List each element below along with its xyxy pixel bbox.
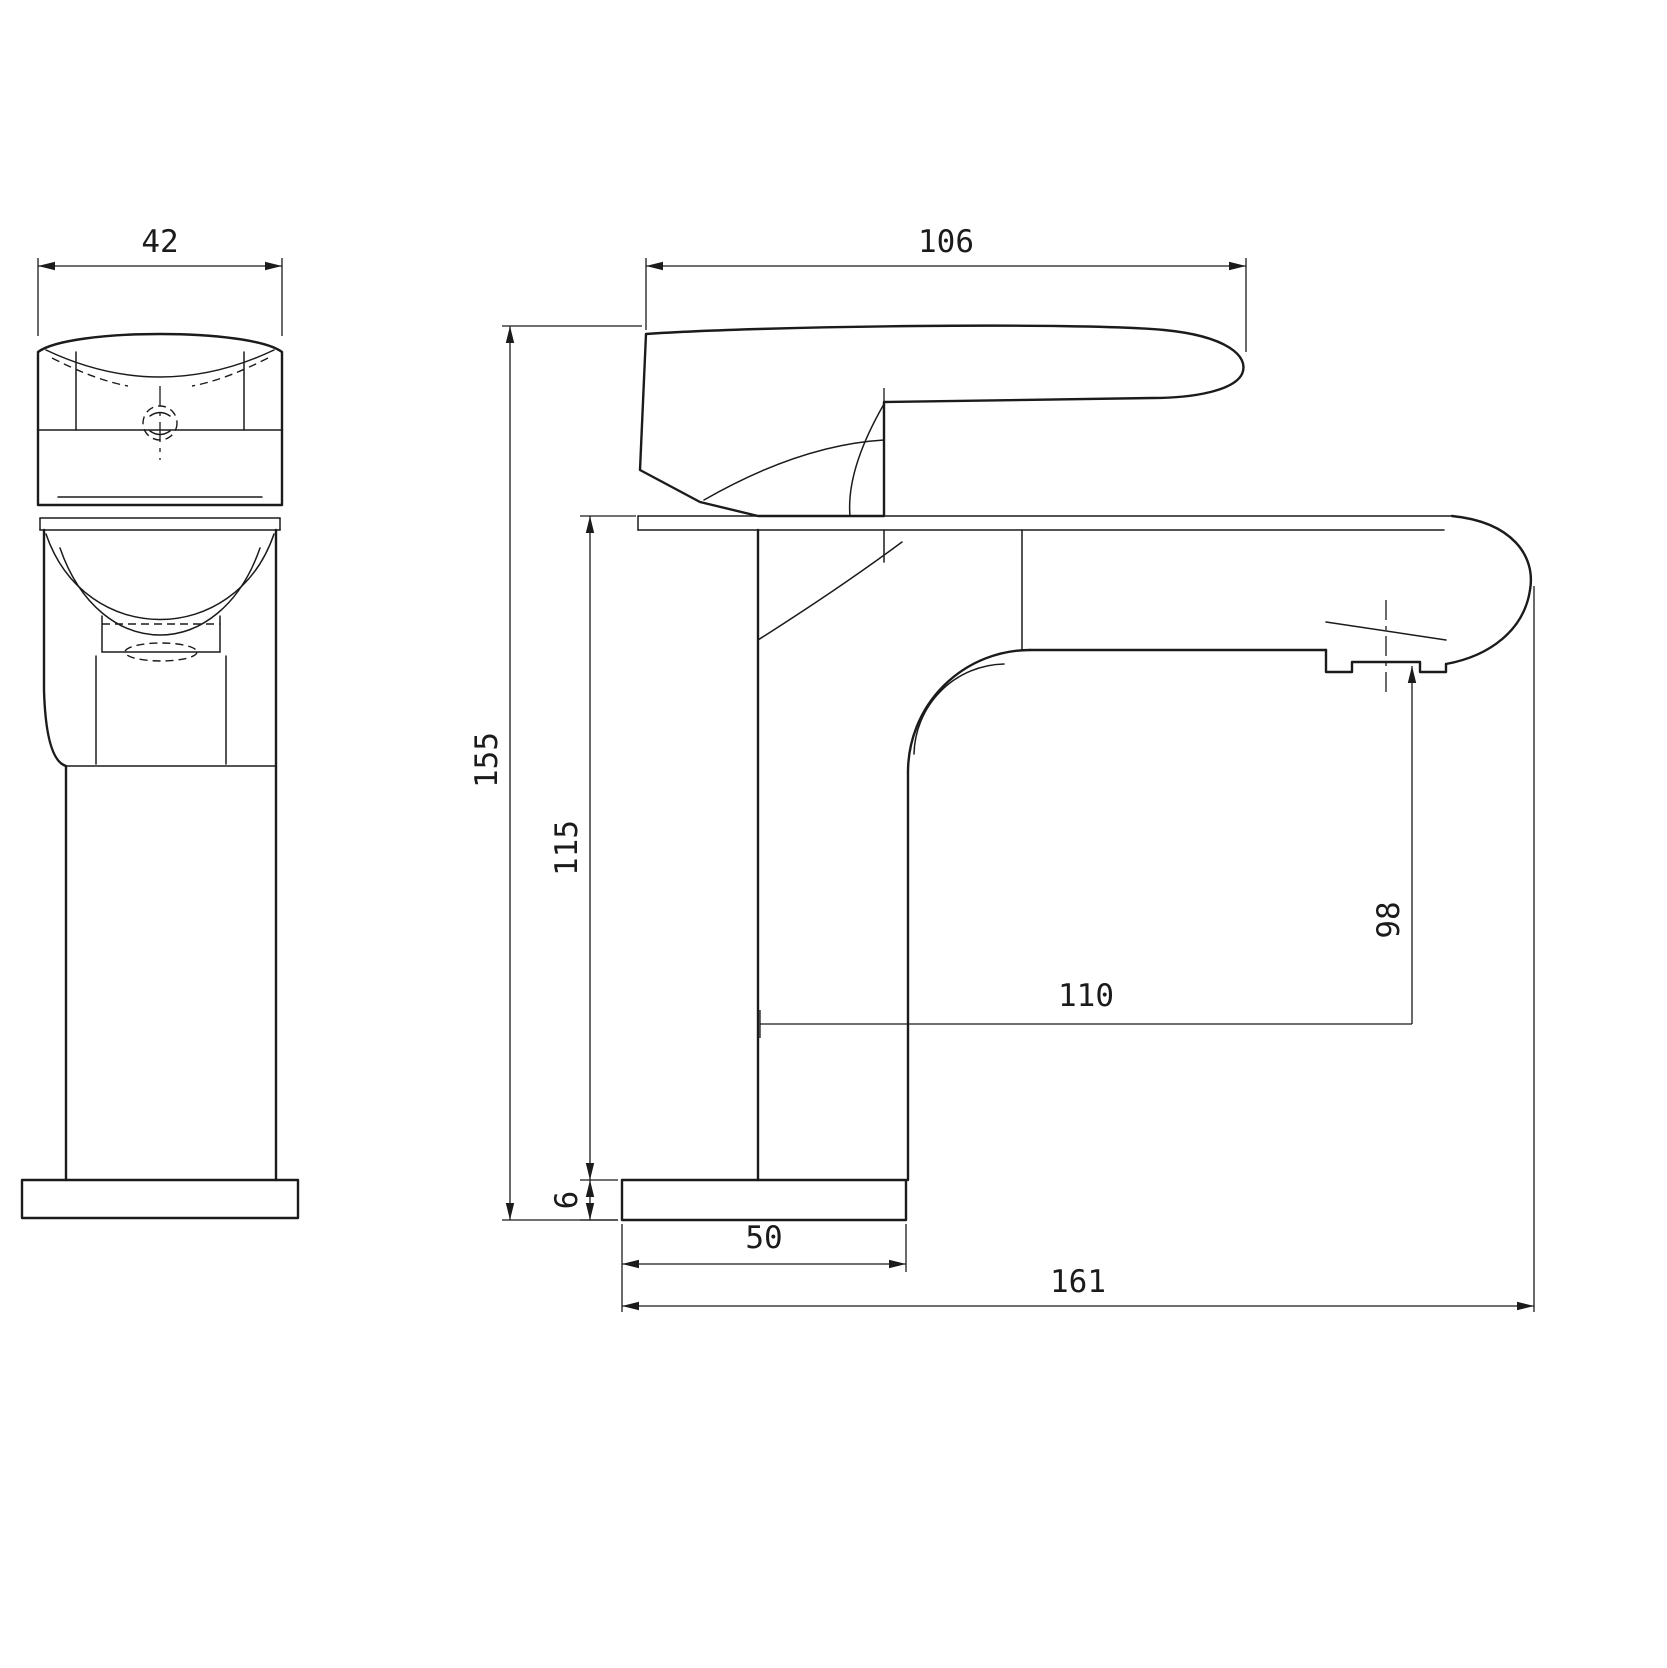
side-base bbox=[620, 1178, 908, 1222]
dimension-front-width: 42 bbox=[37, 224, 283, 336]
dimension-outlet-position: 98 110 bbox=[759, 666, 1417, 1038]
dim-label-161: 161 bbox=[1050, 1264, 1106, 1300]
dim-label-6: 6 bbox=[549, 1191, 585, 1210]
dim-label-155: 155 bbox=[469, 732, 505, 788]
dimension-overall-height: 155 bbox=[469, 325, 642, 1221]
side-view: 106 155 115 6 98 110 bbox=[469, 224, 1535, 1312]
dimension-body-height: 115 bbox=[549, 515, 636, 1181]
side-spout-underside bbox=[906, 648, 1032, 774]
front-head-outline bbox=[36, 332, 284, 507]
dimension-top-reach: 106 bbox=[645, 224, 1247, 352]
dimension-base-depth: 50 bbox=[621, 1220, 907, 1272]
side-head-outline bbox=[638, 324, 1245, 518]
side-spout-nose bbox=[1444, 514, 1533, 666]
dim-label-42: 42 bbox=[141, 224, 178, 260]
front-base bbox=[20, 1178, 300, 1220]
dim-label-50: 50 bbox=[745, 1220, 782, 1256]
front-handle-circle bbox=[142, 405, 178, 441]
front-view: 42 bbox=[20, 224, 300, 1220]
dimension-base-thickness: 6 bbox=[549, 1180, 618, 1221]
front-body-outline bbox=[42, 528, 68, 1182]
dim-label-106: 106 bbox=[918, 224, 974, 260]
dim-label-115: 115 bbox=[549, 820, 585, 876]
dimension-overall-depth: 161 bbox=[621, 586, 1535, 1312]
dim-label-110: 110 bbox=[1058, 978, 1114, 1014]
dim-label-98: 98 bbox=[1371, 901, 1407, 938]
